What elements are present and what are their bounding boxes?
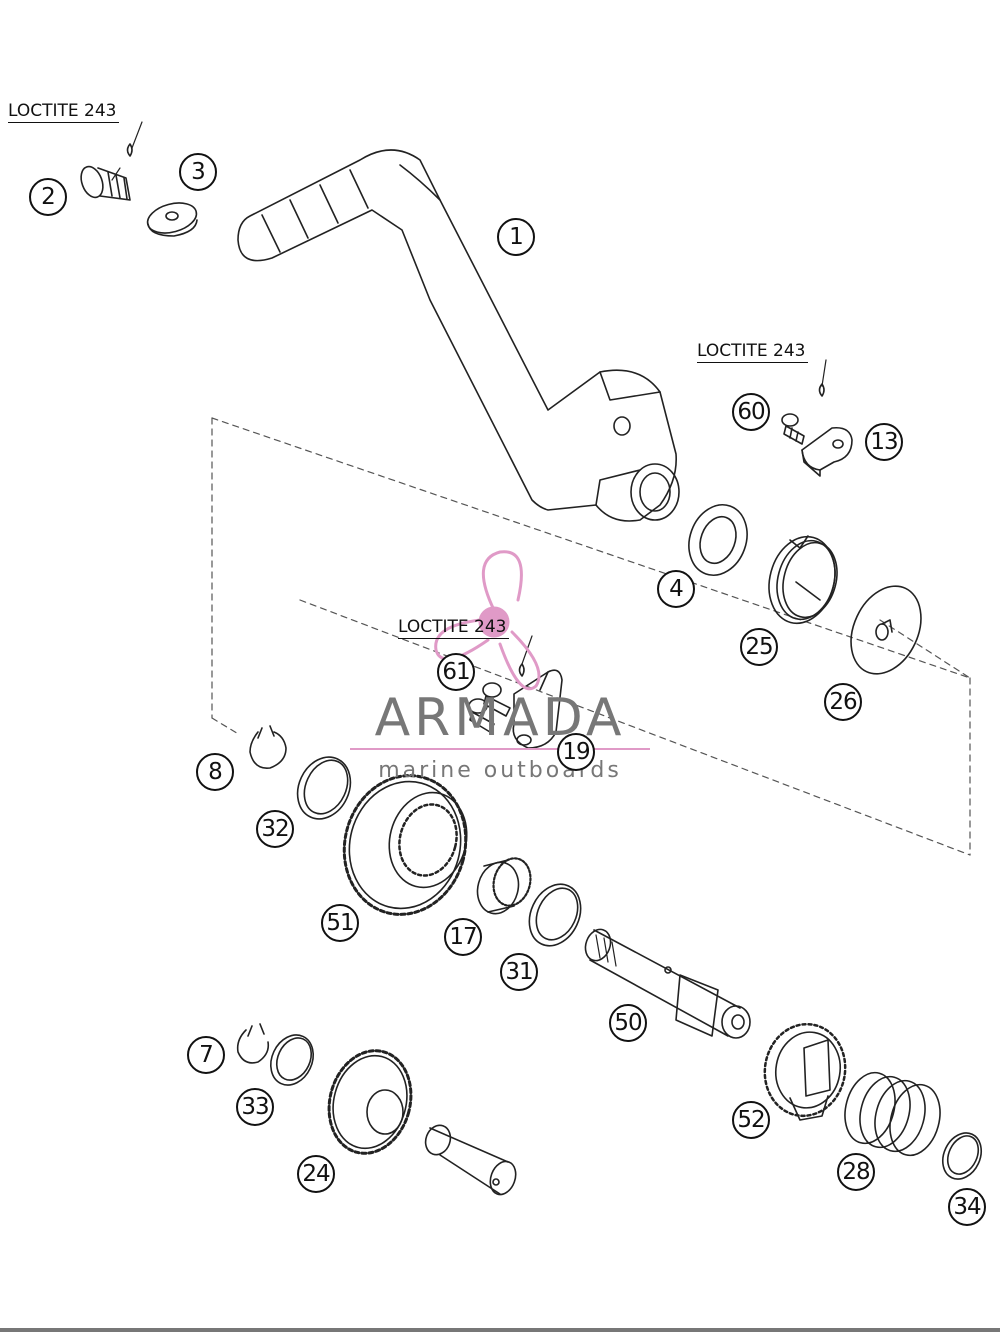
- callout-part-1: 1: [497, 218, 535, 256]
- washer-part-34: [941, 1132, 983, 1180]
- callout-part-61: 61: [437, 653, 475, 691]
- loctite-label: LOCTITE 243: [398, 617, 509, 639]
- circlip-part-7: [236, 1023, 270, 1064]
- callout-part-4: 4: [657, 570, 695, 608]
- callout-part-52: 52: [732, 1101, 770, 1139]
- disc-part-26: [850, 585, 922, 675]
- watermark-divider: [350, 748, 650, 750]
- watermark-subtitle: marine outboards: [378, 758, 622, 783]
- torsion-spring-part-25: [768, 535, 838, 625]
- screws-part-61: [468, 663, 525, 733]
- callout-part-13: 13: [865, 423, 903, 461]
- callout-part-3: 3: [179, 153, 217, 191]
- callout-part-26: 26: [824, 683, 862, 721]
- washer-part-4: [688, 504, 748, 576]
- kickstarter-lever-part-1: [237, 149, 680, 522]
- callout-part-19: 19: [557, 733, 595, 771]
- callout-part-25: 25: [740, 628, 778, 666]
- callout-part-50: 50: [609, 1004, 647, 1042]
- callout-part-33: 33: [236, 1088, 274, 1126]
- washer-part-33: [270, 1034, 314, 1086]
- callout-part-7: 7: [187, 1036, 225, 1074]
- guide-plate-part-19: [512, 669, 563, 749]
- gear-part-24: [327, 1049, 413, 1155]
- callout-part-51: 51: [321, 904, 359, 942]
- callout-part-60: 60: [732, 393, 770, 431]
- watermark-title: ARMADA: [374, 688, 626, 748]
- screw-part-60: [781, 383, 825, 445]
- callout-part-31: 31: [500, 953, 538, 991]
- loctite-label: LOCTITE 243: [697, 341, 808, 363]
- shaft-pin: [424, 1124, 517, 1196]
- washer-part-31: [528, 883, 582, 947]
- callout-part-34: 34: [948, 1188, 986, 1226]
- gear-part-51: [342, 774, 468, 916]
- callout-part-17: 17: [444, 918, 482, 956]
- kickstarter-shaft-part-50: [584, 928, 751, 1039]
- callout-part-2: 2: [29, 178, 67, 216]
- loctite-label: LOCTITE 243: [8, 101, 119, 123]
- bottom-rule: [0, 1328, 1000, 1332]
- loctite-leaders: [111, 121, 827, 665]
- callout-part-28: 28: [837, 1153, 875, 1191]
- callout-part-24: 24: [297, 1155, 335, 1193]
- screw-part-2: [80, 143, 133, 201]
- coil-spring-part-28: [844, 1071, 941, 1157]
- callout-part-8: 8: [196, 753, 234, 791]
- washer-part-3: [146, 202, 198, 237]
- callout-part-32: 32: [256, 810, 294, 848]
- circlip-part-8: [249, 725, 287, 769]
- assembly-dashed-outline: [211, 417, 971, 856]
- ratchet-gear-part-52: [763, 1022, 847, 1121]
- bracket-part-13: [801, 426, 853, 477]
- needle-bearing-part-17: [476, 857, 532, 915]
- washer-part-32: [296, 756, 352, 820]
